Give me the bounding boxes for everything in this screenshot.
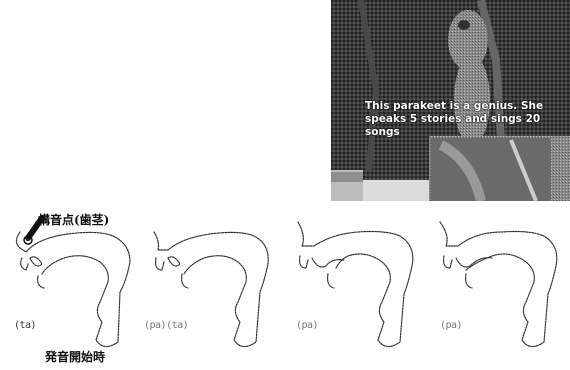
parakeet-photo: This parakeet is a genius. She speaks 5 … <box>331 0 570 201</box>
vocal-tract-outline-4 <box>436 212 566 362</box>
panel-3-label: (pa) <box>296 320 318 331</box>
vocal-tract-panel-3: (pa) <box>292 212 422 362</box>
vocal-tract-panel-4: (pa) <box>436 212 566 362</box>
vocal-tract-outline-2 <box>148 212 278 362</box>
vocal-tract-panel-1: (ta) <box>8 212 138 362</box>
panel-2-label: (pa)(ta) <box>144 320 188 331</box>
panel-1-label: (ta) <box>14 320 36 331</box>
vocal-tract-outline-3 <box>292 212 422 362</box>
vocal-tract-panel-2: (pa)(ta) <box>148 212 278 362</box>
photo-caption: This parakeet is a genius. She speaks 5 … <box>365 100 555 139</box>
vocal-tract-outline-1 <box>8 212 138 362</box>
panel-4-label: (pa) <box>440 320 462 331</box>
